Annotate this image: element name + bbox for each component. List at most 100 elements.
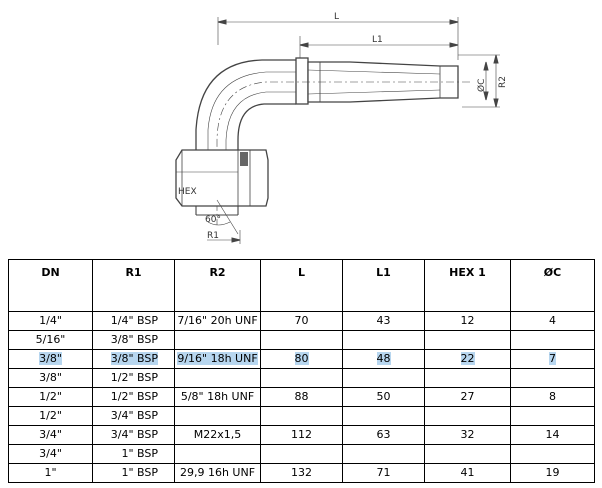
cell-dn: 1/2"	[8, 406, 93, 426]
cell-l1: 48	[342, 349, 425, 369]
cell-r1: 1" BSP	[92, 444, 175, 464]
cell-text-hex1: 27	[460, 390, 475, 403]
cell-l1	[342, 444, 425, 464]
table-row[interactable]: 5/16" 3/8" BSP	[8, 330, 595, 350]
cell-l1	[342, 406, 425, 426]
cell-text-r2: 9/16" 18h UNF	[177, 352, 258, 365]
cell-text-l: 88	[294, 390, 309, 403]
cell-r1: 1/2" BSP	[92, 387, 175, 407]
cell-l: 70	[260, 311, 343, 331]
cell-hex1: 12	[424, 311, 511, 331]
cell-l1: 63	[342, 425, 425, 445]
table-row[interactable]: 1/2" 1/2" BSP 5/8" 18h UNF 88 50 27 8	[8, 387, 595, 407]
cell-l1: 50	[342, 387, 425, 407]
table-row[interactable]: 1/4" 1/4" BSP 7/16" 20h UNF 70 43 12 4	[8, 311, 595, 331]
cell-c: 19	[510, 463, 595, 483]
cell-r2: M22x1,5	[174, 425, 261, 445]
cell-text-r2: M22x1,5	[193, 428, 242, 441]
column-header-hex1: HEX 1	[424, 259, 511, 312]
cell-r1: 1/2" BSP	[92, 368, 175, 388]
dimension-label-hex: HEX	[178, 187, 197, 197]
cell-text-hex1: 32	[460, 428, 475, 441]
cell-text-l1: 63	[376, 428, 391, 441]
cell-text-dn: 1/4"	[39, 314, 62, 327]
table-row[interactable]: 1" 1" BSP 29,9 16h UNF 132 71 41 19	[8, 463, 595, 483]
cell-hex1	[424, 444, 511, 464]
cell-text-l: 112	[291, 428, 312, 441]
cell-text-r1: 3/8" BSP	[110, 333, 158, 346]
cell-l1: 71	[342, 463, 425, 483]
table-row[interactable]: 3/8"1/2" BSP	[8, 368, 595, 388]
cell-text-r1: 1" BSP	[121, 466, 158, 479]
cell-hex1: 41	[424, 463, 511, 483]
cell-r2: 29,9 16h UNF	[174, 463, 261, 483]
cell-text-r1: 1" BSP	[121, 447, 158, 460]
cell-text-c: 8	[549, 390, 556, 403]
table-row[interactable]: 3/4" 3/4" BSP M22x1,5 112 63 32 14	[8, 425, 595, 445]
cell-dn: 5/16"	[8, 330, 93, 350]
cell-l	[260, 444, 343, 464]
cell-text-r2: 29,9 16h UNF	[179, 466, 256, 479]
cell-r1: 3/4" BSP	[92, 406, 175, 426]
cell-text-dn: 1"	[44, 466, 57, 479]
table-body: 1/4" 1/4" BSP 7/16" 20h UNF 70 43 12 4 5/16" 3/8…	[8, 311, 595, 483]
cell-text-hex1: 12	[460, 314, 475, 327]
cell-r1: 3/8" BSP	[92, 349, 175, 369]
cell-text-c: 19	[545, 466, 560, 479]
cell-text-r2: 5/8" 18h UNF	[180, 390, 255, 403]
cell-hex1: 22	[424, 349, 511, 369]
cell-hex1	[424, 330, 511, 350]
dimension-label-l1: L1	[372, 35, 383, 45]
cell-c: 14	[510, 425, 595, 445]
cell-l1	[342, 330, 425, 350]
cell-r2	[174, 368, 261, 388]
cell-text-r2: 7/16" 20h UNF	[177, 314, 258, 327]
cell-l1: 43	[342, 311, 425, 331]
cell-text-r1: 1/2" BSP	[110, 371, 158, 384]
cell-text-r1: 1/4" BSP	[110, 314, 158, 327]
cell-text-hex1: 22	[460, 352, 475, 365]
cell-text-r1: 3/4" BSP	[110, 428, 158, 441]
cell-c	[510, 330, 595, 350]
cell-c	[510, 444, 595, 464]
cell-text-l: 132	[291, 466, 312, 479]
cell-text-l1: 48	[376, 352, 391, 365]
column-header-c: ØC	[510, 259, 595, 312]
cell-text-dn: 1/2"	[39, 390, 62, 403]
cell-text-l: 70	[294, 314, 309, 327]
table-row[interactable]: 1/2" 3/4" BSP	[8, 406, 595, 426]
cell-r1: 1/4" BSP	[92, 311, 175, 331]
fitting-technical-drawing: L L1 ØC R2 HEX 60° R1	[175, 12, 508, 244]
cell-text-dn: 3/4"	[39, 428, 62, 441]
column-header-dn: DN	[8, 259, 93, 312]
dimension-label-r2: R2	[498, 76, 508, 88]
cell-r2: 7/16" 20h UNF	[174, 311, 261, 331]
cell-hex1	[424, 406, 511, 426]
cell-r1: 3/8" BSP	[92, 330, 175, 350]
cell-dn: 3/8"	[8, 349, 93, 369]
cell-c: 7	[510, 349, 595, 369]
cell-c	[510, 368, 595, 388]
cell-r2	[174, 406, 261, 426]
cell-dn: 3/4"	[8, 425, 93, 445]
cell-text-c: 7	[549, 352, 556, 365]
dimension-label-c: ØC	[476, 79, 487, 92]
cell-text-dn: 5/16"	[35, 333, 66, 346]
column-header-l: L	[260, 259, 343, 312]
cell-l	[260, 368, 343, 388]
cell-text-r1: 3/4" BSP	[110, 409, 158, 422]
cell-text-l1: 71	[376, 466, 391, 479]
cell-dn: 1"	[8, 463, 93, 483]
cell-r2: 5/8" 18h UNF	[174, 387, 261, 407]
cell-dn: 1/2"	[8, 387, 93, 407]
table-row[interactable]: 3/4" 1" BSP	[8, 444, 595, 464]
cell-dn: 3/4"	[8, 444, 93, 464]
cell-text-l1: 43	[376, 314, 391, 327]
cell-r2: 9/16" 18h UNF	[174, 349, 261, 369]
cell-l: 132	[260, 463, 343, 483]
cell-text-c: 4	[549, 314, 556, 327]
cell-c: 4	[510, 311, 595, 331]
cell-text-l: 80	[294, 352, 309, 365]
